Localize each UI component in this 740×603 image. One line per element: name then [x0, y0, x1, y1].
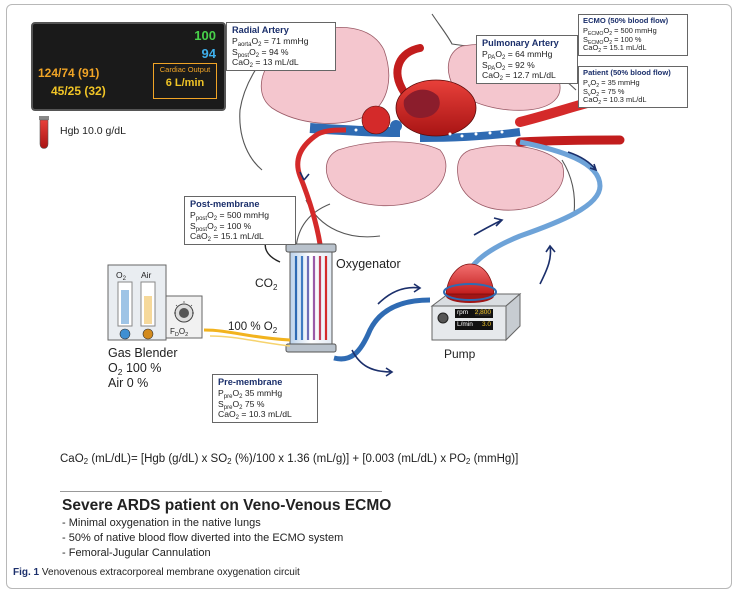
sweep-gas-label: 100 % O2: [228, 321, 278, 335]
o2-flowmeter-label: O2: [116, 270, 127, 282]
radial-artery-cao2: CaO2 = 13 mL/dL: [232, 57, 299, 70]
pre-membrane-so2: SpreO2 75 %: [218, 398, 265, 411]
pre-membrane-title: Pre-membrane: [218, 377, 283, 387]
oxygenator: [285, 243, 337, 353]
arterial-pressure-value: 124/74 (91): [38, 66, 100, 80]
figure-caption-text: Venovenous extracorporeal membrane oxyge…: [41, 567, 300, 578]
ecmo-flow-box: ECMO (50% blood flow) PECMOO2 = 500 mmHg…: [578, 14, 688, 57]
patient-monitor: 100 94 124/74 (91) 45/25 (32) Cardiac Ou…: [31, 22, 226, 111]
patient-flow-title: Patient (50% blood flow): [583, 68, 671, 77]
pulmonary-artery-cao2: CaO2 = 12.7 mL/dL: [482, 70, 556, 83]
radial-artery-box: Radial Artery PaortaO2 = 71 mmHg SpostO2…: [226, 22, 336, 71]
heart-and-vessels: [309, 44, 625, 147]
pre-membrane-po2: PpreO2 35 mmHg: [218, 388, 283, 401]
gas-blender-o2-setting: O2 100 %: [108, 361, 161, 377]
gas-blender-air-setting: Air 0 %: [108, 376, 148, 390]
fdo2-label: FDO2: [170, 327, 188, 338]
ecmo-pump: [430, 263, 522, 342]
pump-label: Pump: [444, 347, 476, 361]
pump-rpm-display: rpm 2,800: [455, 309, 493, 318]
ecmo-po2: PECMOO2 = 500 mmHg: [583, 25, 657, 37]
pump-flow-display: L/min 3.0: [455, 321, 493, 330]
return-cannula: [295, 127, 347, 245]
radial-artery-title: Radial Artery: [232, 25, 289, 35]
spo2-value: 94: [201, 46, 216, 61]
ecmo-flow-title: ECMO (50% blood flow): [583, 16, 669, 25]
summary-title: Severe ARDS patient on Veno-Venous ECMO: [62, 497, 392, 514]
post-membrane-cao2: CaO2 = 15.1 mL/dL: [190, 231, 264, 244]
ecmo-cao2: CaO2 = 15.1 mL/dL: [583, 43, 647, 55]
hgb-label: Hgb 10.0 g/dL: [60, 125, 126, 137]
pulmonary-artery-box: Pulmonary Artery PPAO2 = 64 mmHg SPAO2 =…: [476, 35, 578, 84]
summary-bullet-2: - 50% of native blood flow diverted into…: [62, 532, 344, 544]
post-membrane-po2: PpostO2 = 500 mmHg: [190, 210, 269, 223]
radial-artery-so2: SpostO2 = 94 %: [232, 46, 289, 59]
flow-arrows: [299, 151, 598, 377]
blood-sample-tube: [39, 116, 49, 149]
drainage-cannula: [467, 139, 603, 272]
post-membrane-title: Post-membrane: [190, 199, 260, 209]
patient-cao2: CaO2 = 10.3 mL/dL: [583, 95, 647, 107]
pump-flow-value: 3.0: [481, 321, 491, 328]
post-membrane-box: Post-membrane PpostO2 = 500 mmHg SpostO2…: [184, 196, 296, 245]
pump-rpm-label: rpm: [457, 309, 469, 316]
pump-to-oxygenator-line: [333, 297, 431, 362]
air-flowmeter-label: Air: [141, 270, 152, 280]
pulmonary-artery-title: Pulmonary Artery: [482, 38, 559, 48]
figure-caption-label: Fig. 1: [13, 567, 40, 578]
pulmonary-artery-so2: SPAO2 = 92 %: [482, 59, 535, 72]
pre-membrane-cao2: CaO2 = 10.3 mL/dL: [218, 409, 292, 422]
pump-flow-label: L/min: [457, 321, 473, 328]
oxygen-content-formula: CaO2 (mL/dL)= [Hgb (g/dL) x SO2 (%)/100 …: [60, 453, 519, 466]
summary-bullet-3: - Femoral-Jugular Cannulation: [62, 547, 211, 559]
patient-so2: SvO2 = 75 %: [583, 86, 625, 98]
pulmonary-pressure-value: 45/25 (32): [51, 84, 106, 98]
post-membrane-so2: SpostO2 = 100 %: [190, 220, 252, 233]
pump-rpm-value: 2,800: [474, 309, 491, 316]
cardiac-output-value: 6 L/min: [165, 77, 205, 89]
summary-divider: [60, 491, 382, 492]
sweep-gas-line-highlight: [209, 335, 291, 347]
patient-flow-box: Patient (50% blood flow) PvO2 = 35 mmHg …: [578, 66, 688, 109]
cardiac-output-label: Cardiac Output: [159, 65, 211, 74]
patient-po2: PvO2 = 35 mmHg: [583, 77, 640, 89]
pulmonary-artery-po2: PPAO2 = 64 mmHg: [482, 49, 553, 62]
ecmo-so2: SECMOO2 = 100 %: [583, 34, 642, 46]
gas-blender-label: Gas Blender: [108, 346, 177, 360]
heart-rate-value: 100: [194, 28, 216, 43]
figure-caption: Fig. 1 Venovenous extracorporeal membran…: [13, 567, 300, 578]
radial-artery-po2: PaortaO2 = 71 mmHg: [232, 36, 309, 49]
co2-label: CO2: [255, 276, 278, 292]
pre-membrane-box: Pre-membrane PpreO2 35 mmHg SpreO2 75 % …: [212, 374, 318, 423]
cardiac-output-box: Cardiac Output 6 L/min: [153, 63, 217, 99]
summary-bullet-1: - Minimal oxygenation in the native lung…: [62, 517, 261, 529]
oxygenator-label: Oxygenator: [336, 257, 401, 271]
sweep-gas-line: [203, 328, 291, 342]
gas-blender: [107, 264, 203, 341]
